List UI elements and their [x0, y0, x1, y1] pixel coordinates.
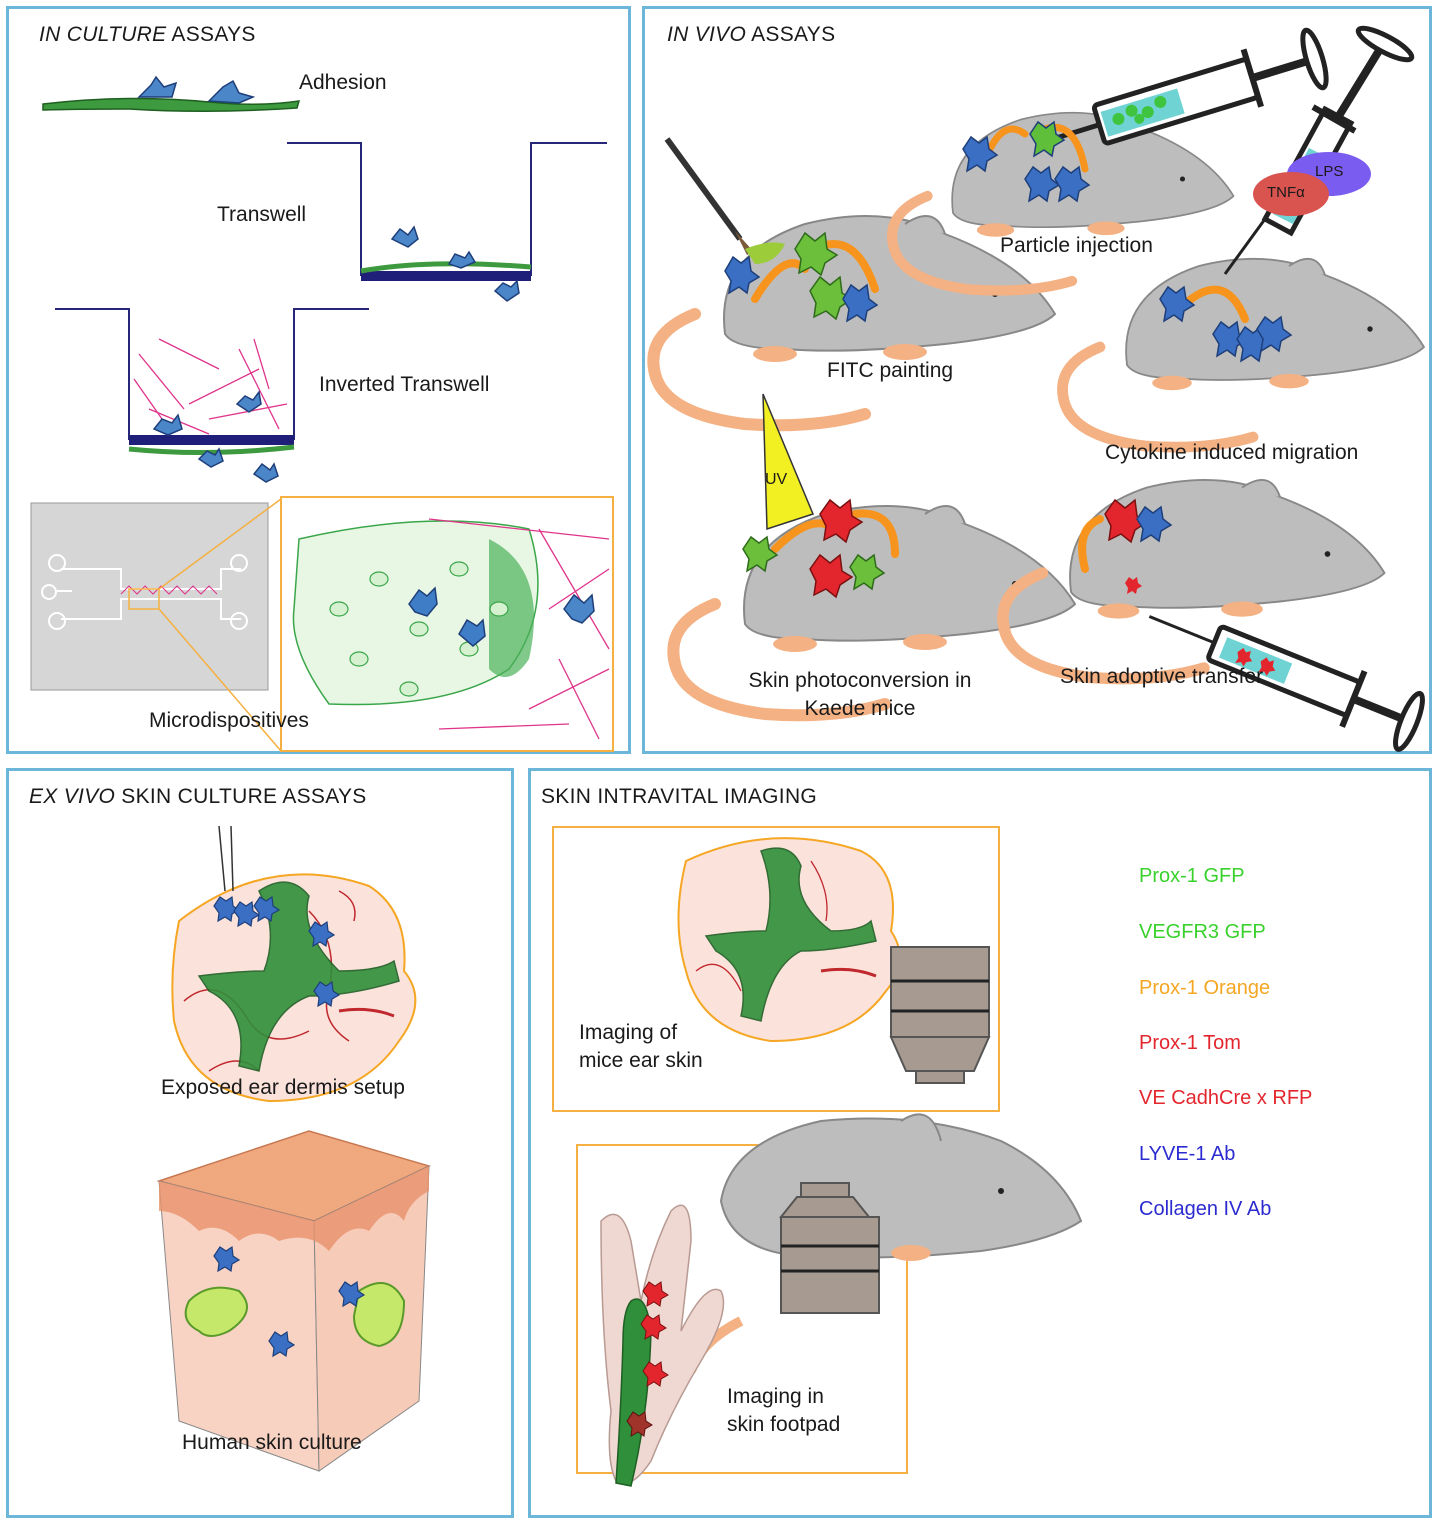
- tnfa-label: TNFα: [1267, 184, 1305, 201]
- legend-item-prox1-tom: Prox-1 Tom: [1139, 1032, 1241, 1054]
- adoptive-transfer-label: Skin adoptive transfer: [1060, 665, 1264, 688]
- legend-item-prox1-orange: Prox-1 Orange: [1139, 977, 1271, 999]
- footpad-imaging-label-line2: skin footpad: [727, 1413, 841, 1436]
- particle-cells: [962, 120, 1091, 203]
- ear-skin-illustration: [677, 837, 901, 1043]
- cytokine-migration-label: Cytokine induced migration: [1105, 441, 1359, 464]
- legend-item-ve-cadhcre-rfp: VE CadhCre x RFP: [1139, 1087, 1313, 1109]
- ex-vivo-title-rest: SKIN CULTURE ASSAYS: [115, 785, 367, 808]
- paintbrush-icon: [664, 137, 785, 264]
- ex-vivo-panel: EX VIVO SKIN CULTURE ASSAYS: [6, 768, 514, 1518]
- cytokine-arrow: [1181, 285, 1249, 323]
- human-skin-label: Human skin culture: [182, 1431, 362, 1454]
- in-vivo-panel: IN VIVO ASSAYS: [642, 6, 1432, 754]
- imaging-mouse: [686, 1113, 1083, 1373]
- adoptive-transfer-mouse: [1003, 480, 1385, 679]
- photoconversion-label-line2: Kaede mice: [804, 697, 916, 720]
- photoconversion-arrows: [771, 509, 899, 558]
- tnfa-badge: [1253, 172, 1329, 216]
- in-culture-title: IN CULTURE ASSAYS: [39, 23, 256, 47]
- ear-imaging-label-line2: mice ear skin: [579, 1049, 703, 1072]
- cytokine-cells: [1159, 285, 1293, 363]
- inverted-transwell-diagram: [55, 308, 369, 483]
- in-vivo-title: IN VIVO ASSAYS: [667, 23, 835, 47]
- in-vivo-title-italic: IN VIVO: [667, 23, 747, 46]
- transwell-diagram: [287, 142, 607, 302]
- syringe-adoptive-icon: [1148, 615, 1425, 752]
- microdispositives-label: Microdispositives: [149, 709, 309, 732]
- ear-dermis-label: Exposed ear dermis setup: [161, 1076, 405, 1099]
- uv-label: UV: [765, 471, 788, 488]
- in-vivo-title-rest: ASSAYS: [746, 23, 836, 46]
- legend-item-lyve1-ab: LYVE-1 Ab: [1139, 1143, 1236, 1165]
- particle-injection-label: Particle injection: [1000, 234, 1153, 257]
- adoptive-arrow: [1078, 515, 1104, 573]
- fitc-painting-label: FITC painting: [827, 359, 954, 382]
- objective-lens-top-icon: [889, 946, 991, 1084]
- in-culture-title-rest: ASSAYS: [166, 23, 256, 46]
- photoconversion-cells: [742, 498, 886, 599]
- ear-imaging-label-line1: Imaging of: [579, 1021, 678, 1044]
- uv-beam-icon: [762, 393, 815, 531]
- ex-vivo-title-italic: EX VIVO: [29, 785, 116, 808]
- in-vivo-illustration: [645, 25, 1435, 752]
- lps-label: LPS: [1315, 163, 1344, 180]
- transwell-label: Transwell: [217, 203, 307, 226]
- in-culture-title-italic: IN CULTURE: [39, 23, 167, 46]
- photoconversion-label-line1: Skin photoconversion in: [748, 669, 972, 692]
- adhesion-layer: [42, 75, 301, 113]
- legend-item-vegfr3-gfp: VEGFR3 GFP: [1139, 921, 1266, 943]
- legend-item-prox1-gfp: Prox-1 GFP: [1139, 865, 1245, 887]
- in-culture-illustration: [30, 75, 614, 752]
- microdevice-chip: [30, 502, 269, 691]
- fitc-cells: [724, 231, 879, 323]
- inverted-transwell-label: Inverted Transwell: [319, 373, 490, 396]
- microdevice-inset: [280, 496, 614, 752]
- intravital-panel: SKIN INTRAVITAL IMAGING: [528, 768, 1432, 1518]
- zoom-lines: [128, 498, 282, 752]
- human-skin-cube: [156, 1130, 432, 1472]
- footpad-imaging-label-line1: Imaging in: [727, 1385, 824, 1408]
- intravital-illustration: [552, 826, 1083, 1487]
- objective-lens-bottom-icon: [778, 1182, 880, 1314]
- ear-dermis-illustration: [171, 825, 417, 1103]
- footpad-illustration: [600, 1204, 725, 1487]
- adoptive-cells: [1104, 498, 1173, 594]
- ex-vivo-title: EX VIVO SKIN CULTURE ASSAYS: [29, 785, 367, 809]
- legend-item-collagen-iv-ab: Collagen IV Ab: [1139, 1198, 1272, 1220]
- syringe-particle-icon: [1041, 27, 1329, 146]
- footpad-imaging-frame: [576, 1144, 908, 1474]
- ear-imaging-frame: [552, 826, 1000, 1112]
- intravital-title: SKIN INTRAVITAL IMAGING: [541, 785, 818, 808]
- adhesion-label: Adhesion: [299, 71, 387, 94]
- ex-vivo-illustration: [156, 825, 432, 1472]
- in-culture-panel: IN CULTURE ASSAYS: [6, 6, 631, 754]
